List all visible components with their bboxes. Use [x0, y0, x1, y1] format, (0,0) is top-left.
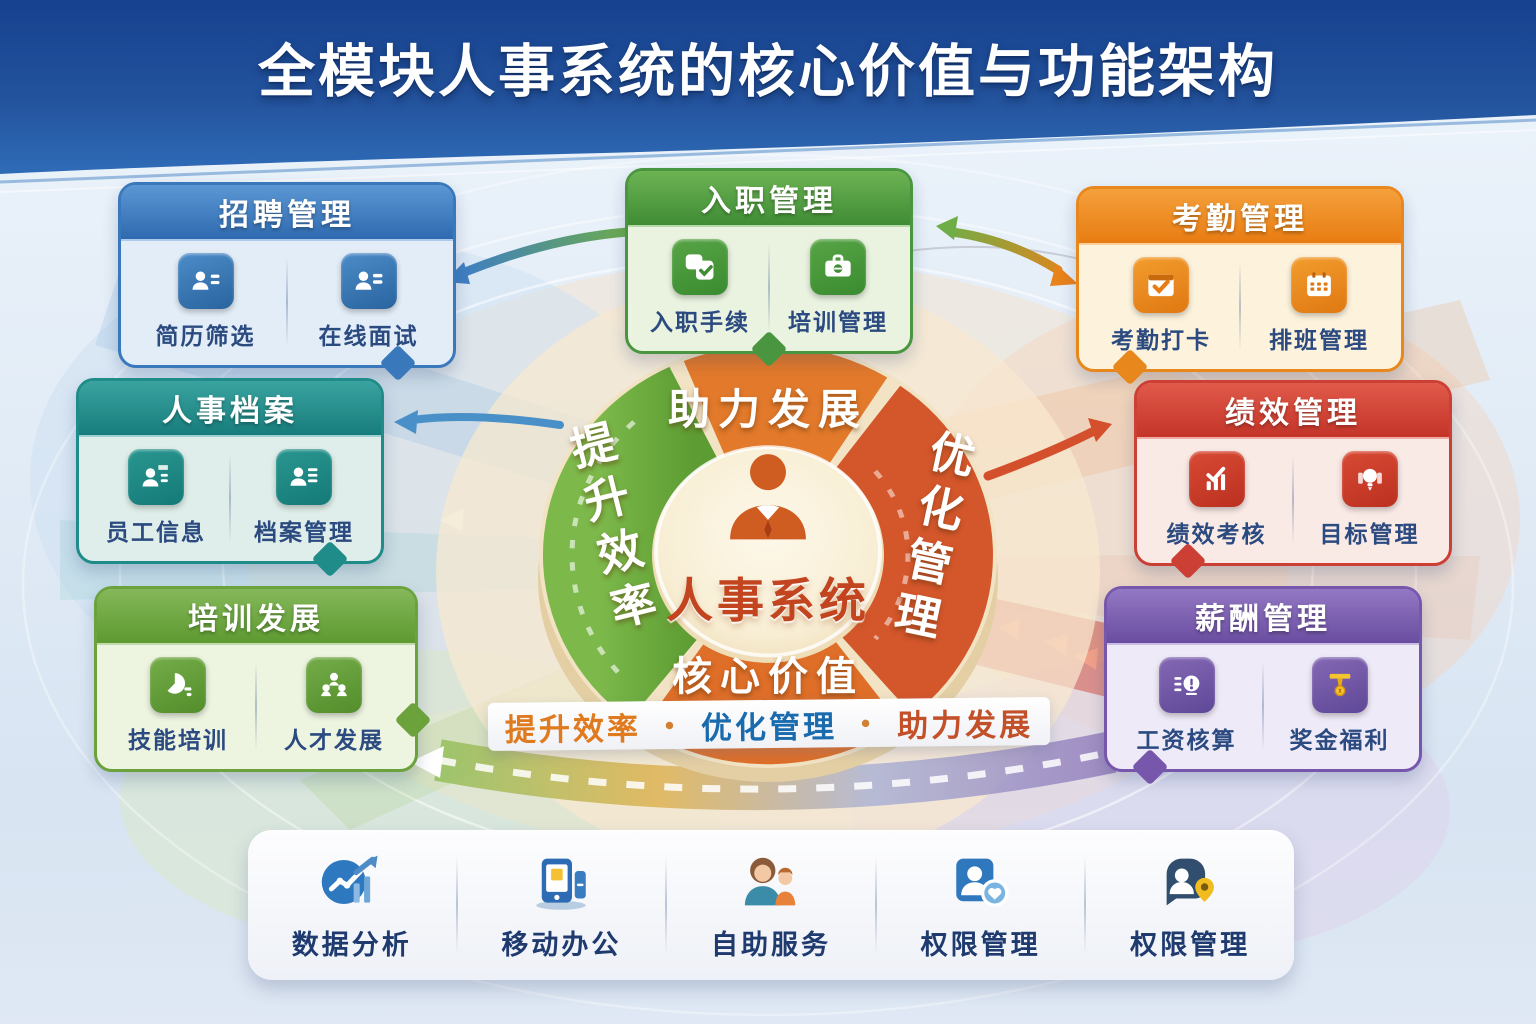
- module-item-label: 奖金福利: [1289, 727, 1390, 753]
- module-item-label: 考勤打卡: [1111, 327, 1211, 353]
- module-title: 招聘管理: [219, 199, 355, 232]
- module-item-label: 人才发展: [284, 727, 384, 753]
- payroll-icon: [1158, 657, 1215, 713]
- tagline-item: 提升效率: [504, 710, 642, 748]
- module-attendance: 考勤管理 考勤打卡: [1076, 186, 1404, 386]
- archive-management-icon: [276, 449, 332, 505]
- online-interview-icon: [340, 253, 397, 309]
- module-compensation: 薪酬管理 工资核算: [1104, 586, 1422, 786]
- module-onboarding: 入职管理 入职手续 培训管理: [625, 168, 913, 368]
- performance-review-icon: [1188, 451, 1245, 507]
- module-item-label: 技能培训: [128, 727, 228, 753]
- module-title: 绩效管理: [1225, 397, 1361, 430]
- module-performance: 绩效管理 绩效考核 目标管理: [1134, 380, 1452, 580]
- tagline-strip: 提升效率 • 优化管理 • 助力发展: [487, 697, 1051, 751]
- capability-item: 移动办公: [458, 849, 666, 962]
- page-title: 全模块人事系统的核心价值与功能架构: [258, 40, 1278, 104]
- module-item: 培训管理: [770, 239, 906, 337]
- module-title: 考勤管理: [1172, 203, 1308, 236]
- shift-schedule-icon: [1291, 257, 1347, 313]
- resume-screening-icon: [177, 253, 234, 309]
- attendance-checkin-icon: [1133, 257, 1189, 313]
- capability-label: 自助服务: [710, 929, 831, 960]
- module-title: 人事档案: [162, 395, 298, 428]
- capability-label: 数据分析: [291, 929, 412, 960]
- module-item-label: 排班管理: [1269, 327, 1369, 353]
- ring-segment-label-top: 助力发展: [667, 386, 868, 433]
- bonus-benefits-icon: [1311, 657, 1368, 713]
- divider: [455, 856, 458, 954]
- module-header: 考勤管理: [1079, 189, 1401, 245]
- data-analysis-icon: [321, 855, 378, 904]
- tagline-item: 助力发展: [896, 706, 1034, 744]
- module-item-label: 目标管理: [1319, 521, 1420, 547]
- module-item-label: 在线面试: [318, 323, 419, 349]
- mobile-office-icon: [536, 858, 587, 910]
- module-item: 考勤打卡: [1083, 257, 1239, 355]
- tagline-dot: •: [860, 707, 874, 738]
- module-item-label: 员工信息: [106, 519, 206, 545]
- module-header: 绩效管理: [1137, 383, 1449, 439]
- module-title: 入职管理: [701, 185, 837, 218]
- module-item: 排班管理: [1241, 257, 1397, 355]
- module-header: 人事档案: [79, 381, 381, 437]
- onboarding-procedure-icon: [672, 239, 728, 295]
- module-item: 简历筛选: [125, 253, 286, 351]
- center-system-label: 人事系统: [666, 574, 870, 627]
- module-training-development: 培训发展 技能培训 人才发展: [94, 586, 432, 772]
- talent-development-icon: [306, 657, 362, 713]
- business-person-icon: [716, 448, 820, 544]
- module-item: 入职手续: [632, 239, 768, 337]
- capability-item: 权限管理: [877, 849, 1085, 962]
- employee-info-icon: [128, 449, 184, 505]
- capability-label: 权限管理: [1130, 929, 1251, 960]
- module-header: 入职管理: [628, 171, 910, 227]
- module-header: 培训发展: [97, 589, 415, 645]
- tagline-item: 优化管理: [700, 708, 838, 746]
- goal-management-icon: [1341, 451, 1398, 507]
- capability-item: 权限管理: [1086, 849, 1294, 962]
- capability-item: 自助服务: [667, 849, 875, 962]
- module-item: 目标管理: [1294, 451, 1445, 549]
- permission-management-icon: [955, 858, 1009, 907]
- module-personnel-files: 人事档案 员工信息 档案管理: [76, 378, 384, 578]
- skill-training-icon: [150, 657, 206, 713]
- divider: [665, 856, 668, 954]
- module-item: 在线面试: [288, 253, 449, 351]
- module-item: 奖金福利: [1264, 657, 1415, 755]
- module-header: 薪酬管理: [1107, 589, 1419, 645]
- module-item-label: 培训管理: [788, 309, 888, 335]
- module-recruitment: 招聘管理 简历筛选 在线面试: [118, 182, 456, 382]
- module-item: 人才发展: [257, 657, 411, 755]
- module-item: 员工信息: [83, 449, 229, 547]
- capability-label: 权限管理: [920, 929, 1041, 960]
- self-service-icon: [744, 857, 796, 905]
- tagline-dot: •: [664, 709, 678, 740]
- module-item: 工资核算: [1111, 657, 1262, 755]
- module-title: 培训发展: [188, 603, 324, 636]
- module-header: 招聘管理: [121, 185, 453, 241]
- module-item-label: 绩效考核: [1166, 521, 1267, 547]
- capability-label: 移动办公: [501, 929, 622, 960]
- module-item-label: 简历筛选: [155, 323, 256, 349]
- module-item: 绩效考核: [1141, 451, 1292, 549]
- module-item-label: 入职手续: [650, 309, 750, 335]
- ring-segment-label-bottom: 核心价值: [672, 655, 864, 699]
- capability-bar: 数据分析 移动办公 自: [248, 830, 1294, 980]
- module-item: 技能培训: [101, 657, 255, 755]
- training-management-icon: [810, 239, 866, 295]
- module-item: 档案管理: [231, 449, 377, 547]
- module-item-label: 工资核算: [1136, 727, 1237, 753]
- module-title: 薪酬管理: [1195, 603, 1331, 636]
- module-item-label: 档案管理: [254, 519, 354, 545]
- permission-location-icon: [1166, 858, 1215, 905]
- capability-item: 数据分析: [248, 849, 456, 962]
